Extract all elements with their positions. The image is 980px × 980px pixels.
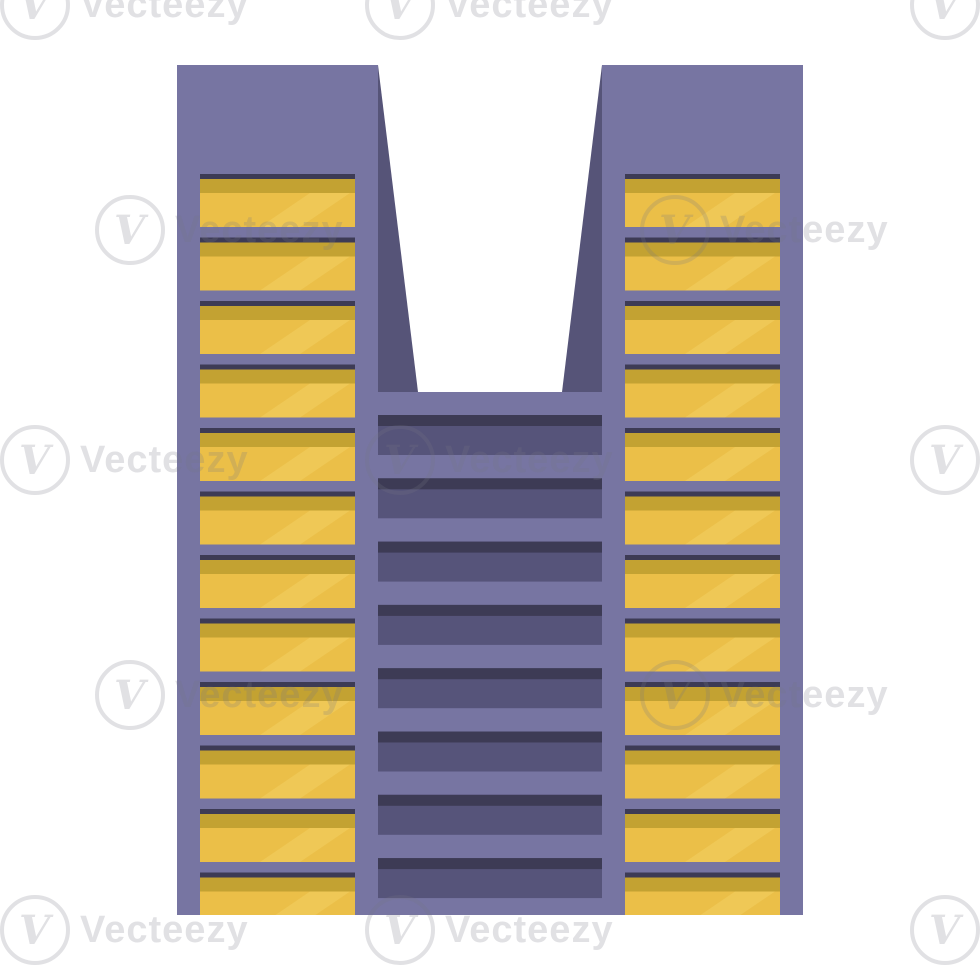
right-window-frame: [625, 745, 780, 751]
left-window-band: [200, 433, 355, 447]
right-window-band: [625, 750, 780, 765]
left-window-frame: [200, 174, 355, 179]
right-window-glare: [685, 701, 775, 735]
right-window-glare: [685, 383, 775, 418]
left-window-frame: [200, 745, 355, 751]
left-window-glare: [260, 256, 350, 291]
left-window-glare: [260, 447, 350, 481]
right-window-frame: [625, 555, 780, 560]
left-window-frame: [200, 555, 355, 560]
left-window-band: [200, 496, 355, 511]
right-window-frame: [625, 491, 780, 497]
left-window-band: [200, 560, 355, 574]
right-inner-wall: [562, 65, 602, 392]
left-window-glare: [260, 510, 350, 545]
right-window-glare: [685, 256, 775, 291]
left-window-glare: [260, 828, 350, 862]
left-window-frame: [200, 364, 355, 370]
left-window-band: [200, 750, 355, 765]
right-window-frame: [625, 618, 780, 624]
right-window-band: [625, 433, 780, 447]
right-window-band: [625, 496, 780, 511]
left-window-glare: [260, 193, 350, 227]
left-window-frame: [200, 428, 355, 433]
right-window-frame: [625, 428, 780, 433]
right-window-glare: [685, 320, 775, 354]
left-window-glare: [260, 637, 350, 672]
right-window-frame: [625, 809, 780, 814]
left-window-glare: [260, 574, 350, 608]
right-window-band: [625, 814, 780, 828]
left-window-band: [200, 814, 355, 828]
bridge-window-frame: [378, 794, 602, 806]
left-window-band: [200, 179, 355, 193]
left-window-frame: [200, 809, 355, 814]
right-window-glare: [685, 637, 775, 672]
center-block: [378, 392, 602, 915]
left-window-frame: [200, 618, 355, 624]
right-window-band: [625, 687, 780, 701]
left-window-band: [200, 306, 355, 320]
bridge-window-frame: [378, 541, 602, 553]
right-window-frame: [625, 364, 780, 370]
bridge-window-frame: [378, 731, 602, 743]
right-window-glare: [685, 764, 775, 799]
right-window-frame: [625, 301, 780, 306]
bridge-window-frame: [378, 415, 602, 426]
left-window-frame: [200, 682, 355, 687]
right-window-glare: [685, 510, 775, 545]
right-window-band: [625, 623, 780, 638]
left-window-frame: [200, 237, 355, 243]
right-window-band: [625, 242, 780, 257]
right-window-frame: [625, 872, 780, 878]
right-window-frame: [625, 237, 780, 243]
left-window-band: [200, 242, 355, 257]
right-window-frame: [625, 174, 780, 179]
right-window-glare: [685, 574, 775, 608]
bridge-window-frame: [378, 668, 602, 680]
right-window-glare: [685, 193, 775, 227]
left-window-frame: [200, 491, 355, 497]
right-window-band: [625, 877, 780, 892]
left-window-glare: [260, 320, 350, 354]
left-inner-wall: [378, 65, 418, 392]
right-window-glare: [685, 447, 775, 481]
bridge-window-frame: [378, 604, 602, 616]
ground-mask-bottom: [177, 915, 803, 980]
left-window-frame: [200, 872, 355, 878]
bridge-window-frame: [378, 858, 602, 870]
left-window-band: [200, 623, 355, 638]
right-window-band: [625, 306, 780, 320]
left-window-glare: [260, 383, 350, 418]
right-window-frame: [625, 682, 780, 687]
left-window-band: [200, 877, 355, 892]
left-window-glare: [260, 764, 350, 799]
bridge-window-frame: [378, 478, 602, 490]
left-window-frame: [200, 301, 355, 306]
right-window-glare: [685, 828, 775, 862]
right-window-band: [625, 369, 780, 384]
left-window-glare: [260, 701, 350, 735]
right-window-band: [625, 560, 780, 574]
left-window-band: [200, 687, 355, 701]
right-window-band: [625, 179, 780, 193]
left-window-band: [200, 369, 355, 384]
